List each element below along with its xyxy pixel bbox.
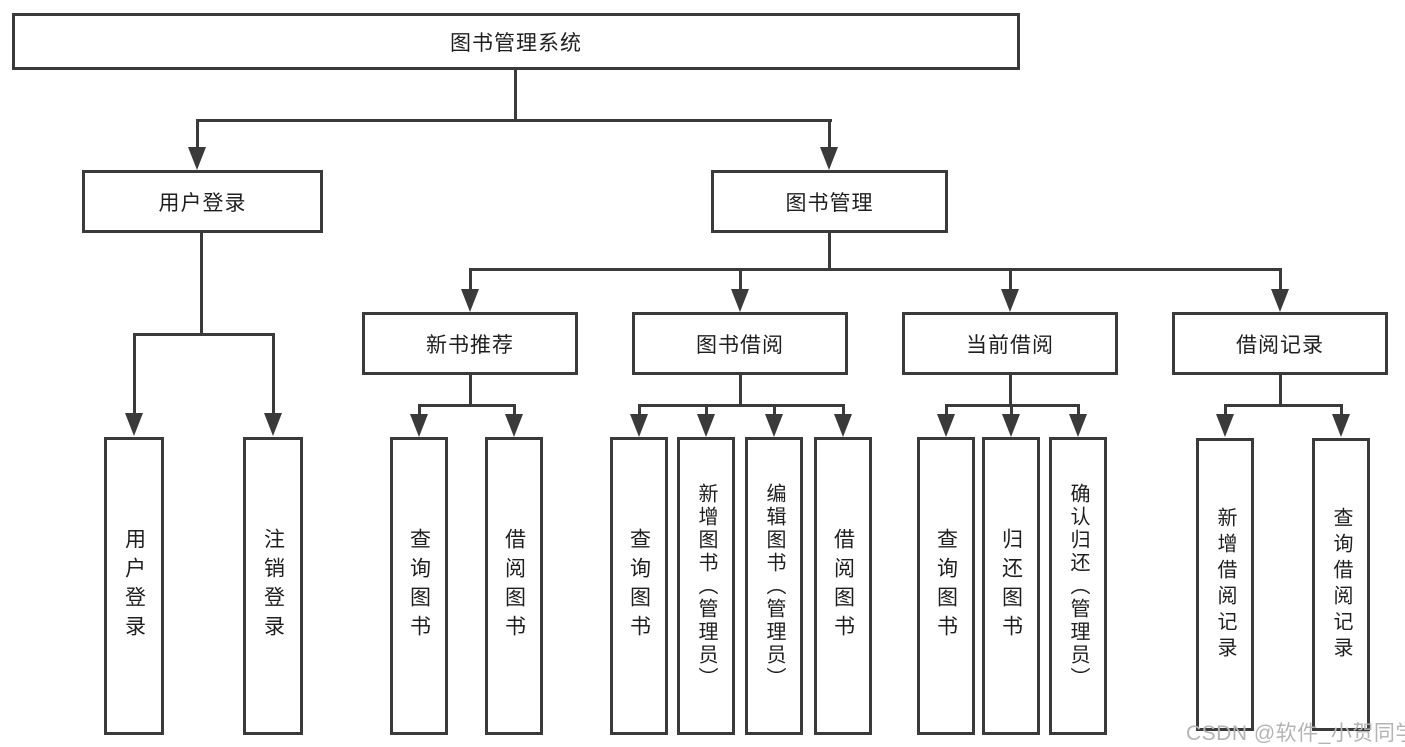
connector-borrowing-branch-4 <box>842 404 845 416</box>
connector-root-crossbar <box>196 119 832 122</box>
connector-userlogin-branch-2 <box>272 333 275 415</box>
connector-userlogin-branch-1 <box>133 333 136 415</box>
leaf-query-books-borrowing: 查询图书 <box>610 437 668 735</box>
arrowhead-down-icon <box>188 147 206 170</box>
leaf-return-books: 归还图书 <box>982 437 1040 735</box>
arrowhead-down-icon <box>1069 414 1087 437</box>
leaf-query-books-current: 查询图书 <box>917 437 975 735</box>
arrowhead-down-icon <box>834 414 852 437</box>
node-user-login: 用户登录 <box>82 170 323 233</box>
arrowhead-down-icon <box>1216 414 1234 437</box>
node-current-borrowing: 当前借阅 <box>902 312 1118 375</box>
leaf-borrow-books-recommend: 借阅图书 <box>485 437 543 735</box>
leaf-logout: 注销登录 <box>243 437 303 735</box>
connector-borrowing-crossbar <box>638 404 845 407</box>
leaf-borrow-books: 借阅图书 <box>814 437 872 735</box>
connector-records-branch-1 <box>1224 404 1227 416</box>
leaf-confirm-return-admin: 确认归还（管理员） <box>1049 437 1107 735</box>
connector-bookmgmt-crossbar <box>469 268 1282 271</box>
arrowhead-down-icon <box>1001 289 1019 312</box>
connector-current-branch-1 <box>945 404 948 416</box>
arrowhead-down-icon <box>697 414 715 437</box>
arrowhead-down-icon <box>1332 414 1350 437</box>
connector-borrowing-branch-2 <box>705 404 708 416</box>
connector-borrowing-branch-3 <box>773 404 776 416</box>
connector-bookmgmt-branch-1 <box>469 268 472 292</box>
connector-userlogin-crossbar <box>133 333 274 336</box>
arrowhead-down-icon <box>820 147 838 170</box>
connector-records-branch-2 <box>1340 404 1343 416</box>
node-borrowing-records: 借阅记录 <box>1172 312 1388 375</box>
leaf-add-borrow-record: 新增借阅记录 <box>1196 438 1254 731</box>
connector-borrowing-branch-1 <box>638 404 641 416</box>
connector-newbook-stem <box>469 375 472 407</box>
arrowhead-down-icon <box>264 413 282 436</box>
connector-newbook-branch-1 <box>418 404 421 416</box>
connector-bookmgmt-branch-3 <box>1009 268 1012 292</box>
connector-borrowing-stem <box>739 375 742 407</box>
connector-bookmgmt-branch-4 <box>1279 268 1282 292</box>
arrowhead-down-icon <box>765 414 783 437</box>
arrowhead-down-icon <box>1002 414 1020 437</box>
leaf-user-login: 用户登录 <box>104 437 164 735</box>
connector-root-branch-right <box>828 119 831 150</box>
arrowhead-down-icon <box>125 413 143 436</box>
arrowhead-down-icon <box>630 414 648 437</box>
csdn-watermark: CSDN @软件_小贺同学 <box>1186 722 1405 745</box>
connector-root-branch-left <box>196 119 199 150</box>
node-root-library-system: 图书管理系统 <box>12 13 1020 70</box>
leaf-edit-books-admin: 编辑图书（管理员） <box>745 437 803 735</box>
connector-current-branch-3 <box>1077 404 1080 416</box>
connector-current-stem <box>1009 375 1012 407</box>
connector-bookmgmt-stem <box>828 233 831 271</box>
connector-root-stem <box>514 70 517 122</box>
connector-newbook-crossbar <box>418 404 516 407</box>
connector-records-crossbar <box>1224 404 1343 407</box>
arrowhead-down-icon <box>505 414 523 437</box>
leaf-add-books-admin: 新增图书（管理员） <box>677 437 735 735</box>
node-new-book-recommend: 新书推荐 <box>362 312 578 375</box>
connector-records-stem <box>1279 375 1282 407</box>
connector-current-branch-2 <box>1010 404 1013 416</box>
connector-newbook-branch-2 <box>513 404 516 416</box>
leaf-query-books-recommend: 查询图书 <box>390 437 448 735</box>
node-book-management: 图书管理 <box>711 170 948 233</box>
leaf-query-borrow-record: 查询借阅记录 <box>1312 438 1370 731</box>
arrowhead-down-icon <box>1271 289 1289 312</box>
node-book-borrowing: 图书借阅 <box>632 312 848 375</box>
arrowhead-down-icon <box>410 414 428 437</box>
arrowhead-down-icon <box>461 289 479 312</box>
connector-userlogin-stem <box>200 233 203 336</box>
arrowhead-down-icon <box>937 414 955 437</box>
connector-bookmgmt-branch-2 <box>739 268 742 292</box>
arrowhead-down-icon <box>731 289 749 312</box>
